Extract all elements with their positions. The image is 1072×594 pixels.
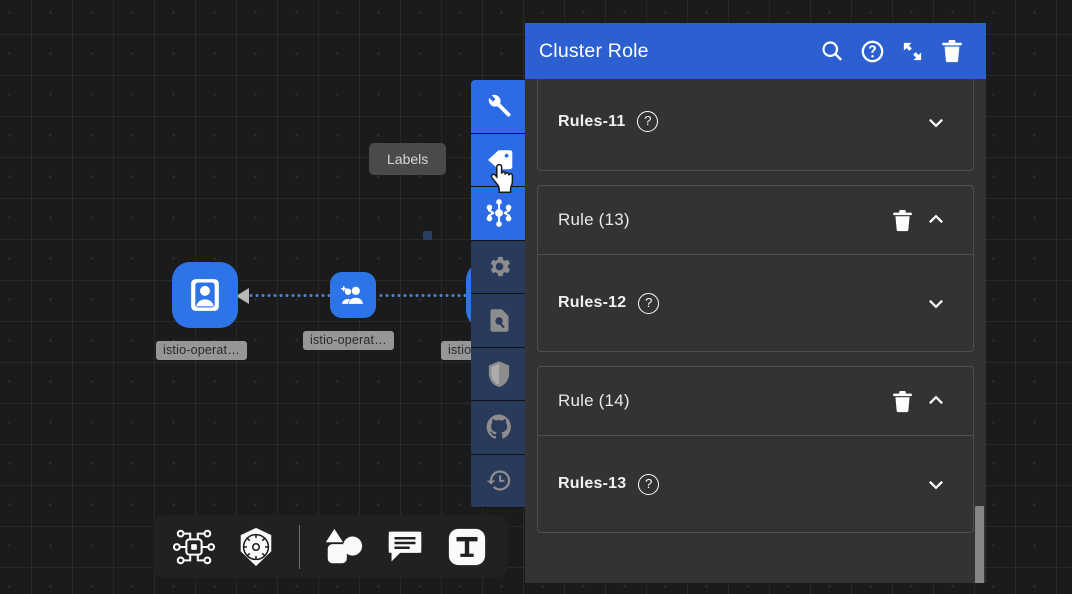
bottom-toolbar xyxy=(153,515,508,578)
help-icon[interactable]: ? xyxy=(637,111,659,132)
kubernetes-icon xyxy=(240,527,272,566)
rules-row[interactable]: Rules-11 ? xyxy=(538,79,973,170)
toolbar-item-text[interactable] xyxy=(440,523,494,571)
toolbar-item-kubernetes[interactable] xyxy=(229,523,283,571)
nodes-icon xyxy=(486,199,512,228)
delete-button[interactable] xyxy=(932,31,972,71)
graph-edge xyxy=(248,294,346,297)
help-icon[interactable]: ? xyxy=(638,473,660,495)
toolbar-item-github[interactable] xyxy=(471,401,527,455)
node-label: istio xyxy=(441,341,479,360)
github-icon xyxy=(486,414,511,440)
search-icon xyxy=(822,41,842,61)
node-label: istio-operat… xyxy=(303,331,394,350)
toolbar-item-inspect[interactable] xyxy=(471,294,527,348)
toolbar-divider xyxy=(299,524,300,569)
chevron-down-icon[interactable] xyxy=(919,286,953,320)
gear-icon xyxy=(490,257,510,277)
toolbar-item-history[interactable] xyxy=(471,454,527,508)
rules-label: Rules-12 xyxy=(558,294,627,311)
document-search-icon xyxy=(490,309,508,332)
chevron-up-icon[interactable] xyxy=(919,203,953,237)
rules-label: Rules-11 xyxy=(558,112,626,130)
toolbar-item-infrastructure[interactable] xyxy=(167,523,221,571)
panel-scrollbar[interactable] xyxy=(975,506,984,583)
wrench-icon xyxy=(488,95,511,117)
help-icon[interactable]: ? xyxy=(638,292,660,314)
rule-label: Rule (14) xyxy=(558,391,630,410)
rule-header-row[interactable]: Rule (14) xyxy=(538,367,973,435)
rules-row[interactable]: Rules-13 ? xyxy=(538,435,973,532)
chevron-up-icon[interactable] xyxy=(919,384,953,418)
collapsed-node[interactable] xyxy=(423,231,432,240)
rule-delete-button[interactable] xyxy=(885,384,919,418)
toolbar-item-settings[interactable] xyxy=(471,240,527,294)
toolbar-item-topology[interactable] xyxy=(471,187,527,241)
node-label: istio-operat… xyxy=(156,341,247,360)
chevron-down-icon[interactable] xyxy=(919,105,953,139)
expand-button[interactable] xyxy=(892,31,932,71)
panel-body[interactable]: Rules-11 ? Rule (13) xyxy=(525,79,986,583)
chevron-down-icon[interactable] xyxy=(919,467,953,501)
rule-delete-button[interactable] xyxy=(885,203,919,237)
labels-tooltip: Labels xyxy=(369,143,447,175)
panel-title: Cluster Role xyxy=(539,39,649,62)
rules-row[interactable]: Rules-12 ? xyxy=(538,254,973,351)
trash-icon xyxy=(942,40,962,63)
text-icon xyxy=(448,528,486,565)
graph-edge xyxy=(378,294,474,297)
shapes-icon xyxy=(325,528,363,563)
node-service-account[interactable] xyxy=(172,262,238,328)
edge-arrowhead-icon xyxy=(236,288,249,304)
trash-icon xyxy=(892,390,912,412)
shield-icon xyxy=(488,361,510,387)
add-group-icon xyxy=(341,286,364,304)
node-role-binding[interactable] xyxy=(330,272,376,318)
help-button[interactable] xyxy=(852,31,892,71)
rules-label: Rules-13 xyxy=(558,475,627,492)
rules-card: Rules-11 ? xyxy=(537,79,974,171)
history-icon xyxy=(486,470,510,491)
toolbar-item-comment[interactable] xyxy=(378,523,432,571)
toolbar-item-shapes[interactable] xyxy=(316,523,370,571)
vertical-toolbar xyxy=(471,80,527,508)
help-icon xyxy=(861,40,883,62)
rule-label: Rule (13) xyxy=(558,210,630,229)
toolbar-item-tools[interactable] xyxy=(471,80,527,134)
toolbar-item-labels[interactable] xyxy=(471,133,527,187)
rule-card: Rule (14) Rules-13 ? xyxy=(537,366,974,533)
search-button[interactable] xyxy=(812,31,852,71)
comment-icon xyxy=(388,531,422,561)
rule-header-row[interactable]: Rule (13) xyxy=(538,186,973,254)
circuit-icon xyxy=(173,529,215,564)
trash-icon xyxy=(892,209,912,231)
rule-card: Rule (13) Rules-12 ? xyxy=(537,185,974,352)
toolbar-item-security[interactable] xyxy=(471,347,527,401)
expand-icon xyxy=(903,42,921,60)
panel-header: Cluster Role xyxy=(525,23,986,79)
cluster-role-panel: Cluster Role xyxy=(525,23,986,583)
tag-icon xyxy=(488,149,513,169)
id-badge-icon xyxy=(191,279,219,311)
